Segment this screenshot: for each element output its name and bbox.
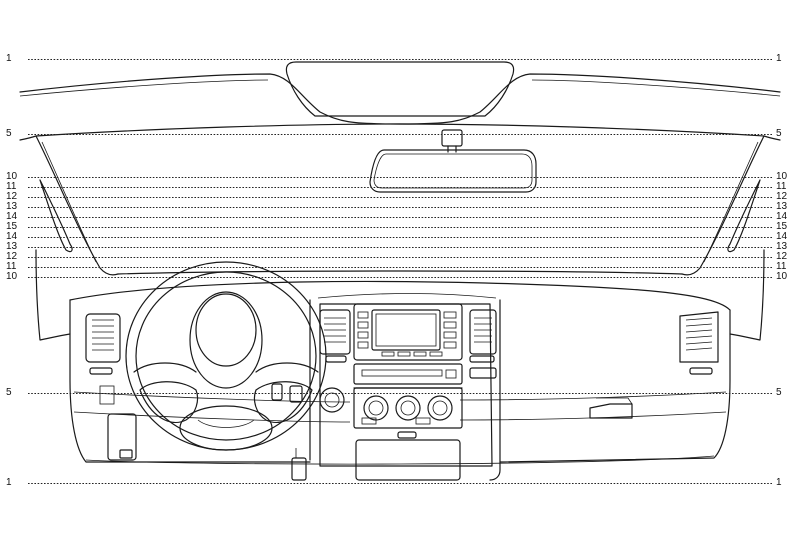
- guide-label-14-bot-right: 14: [776, 231, 788, 242]
- guide-label-14-top-left: 14: [6, 211, 18, 222]
- guide-label-12-top-left: 12: [6, 191, 18, 202]
- guide-label-13-bot-left: 13: [6, 241, 18, 252]
- guide-label-1-bot-right: 1: [776, 477, 782, 488]
- guide-label-13-top-right: 13: [776, 201, 788, 212]
- left-vents: [85, 313, 137, 461]
- guide-label-5-top-left: 5: [6, 128, 12, 139]
- guide-label-1-top-left: 1: [6, 53, 12, 64]
- guide-label-14-top-right: 14: [776, 211, 788, 222]
- windshield: [35, 123, 765, 276]
- guide-label-14-bot-left: 14: [6, 231, 18, 242]
- guide-label-11-bot-left: 11: [6, 261, 17, 272]
- guide-label-12-top-right: 12: [776, 191, 788, 202]
- rearview-mirror: [369, 129, 537, 193]
- guide-label-5-top-right: 5: [776, 128, 782, 139]
- guide-label-5-bot-right: 5: [776, 387, 782, 398]
- right-vent: [679, 311, 719, 375]
- guide-label-12-bot-right: 12: [776, 251, 788, 262]
- guide-label-11-top-left: 11: [6, 181, 17, 192]
- guide-label-15-mid-left: 15: [6, 221, 18, 232]
- a-pillars: [19, 135, 781, 341]
- guide-label-10-bot-right: 10: [776, 271, 788, 282]
- center-stack: [319, 303, 497, 481]
- guide-label-13-top-left: 13: [6, 201, 18, 212]
- guide-label-15-mid-right: 15: [776, 221, 788, 232]
- guide-label-10-top-left: 10: [6, 171, 18, 182]
- guide-label-11-bot-right: 11: [776, 261, 787, 272]
- guide-lines: [28, 59, 772, 484]
- guide-label-10-bot-left: 10: [6, 271, 18, 282]
- guide-label-12-bot-left: 12: [6, 251, 18, 262]
- guide-label-13-bot-right: 13: [776, 241, 788, 252]
- guide-label-11-top-right: 11: [776, 181, 787, 192]
- guide-label-1-top-right: 1: [776, 53, 782, 64]
- roof-headliner: [19, 61, 781, 125]
- steering-wheel: [125, 261, 327, 481]
- guide-label-5-bot-left: 5: [6, 387, 12, 398]
- guide-label-1-bot-left: 1: [6, 477, 12, 488]
- guide-label-10-top-right: 10: [776, 171, 788, 182]
- dashboard-body: [69, 280, 731, 481]
